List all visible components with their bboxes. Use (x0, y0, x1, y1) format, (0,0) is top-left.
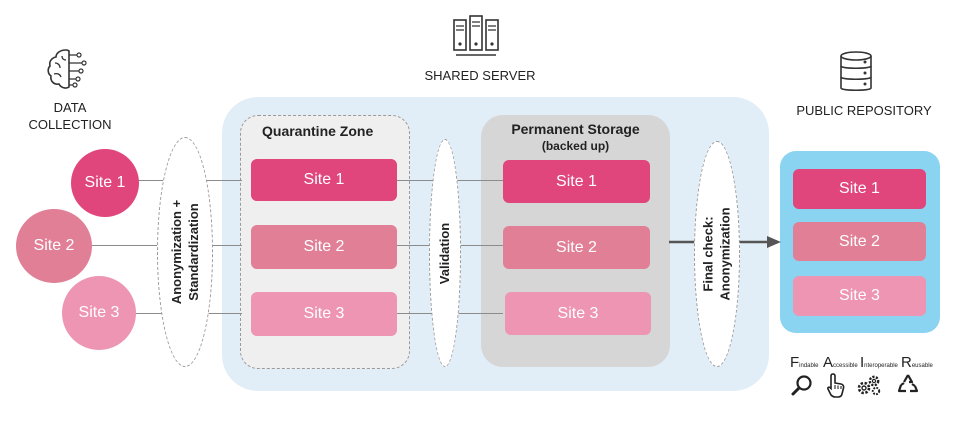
fair-i-letter: I (860, 354, 865, 371)
hand-pointer-icon (827, 373, 845, 398)
collection-site-1: Site 1 (71, 149, 139, 217)
permanent-storage-title: Permanent Storage (511, 121, 640, 137)
collection-site-3: Site 3 (62, 276, 136, 350)
quarantine-site-1: Site 1 (251, 159, 397, 201)
fair-interoperable: Interoperable (860, 354, 898, 371)
data-collection-label-line1: DATA (53, 100, 87, 115)
fair-f-word: indable (799, 363, 819, 369)
collection-site-2: Site 2 (16, 209, 92, 283)
fair-i-word: nteroperable (864, 363, 898, 369)
server-rack-icon (453, 15, 499, 56)
anonymization-label-line2: Standardization (186, 203, 201, 301)
quarantine-zone-title: Quarantine Zone (262, 123, 374, 139)
anonymization-label-line1: Anonymization + (169, 199, 184, 305)
shared-server-label: SHARED SERVER (424, 68, 536, 83)
brain-circuit-icon (47, 49, 87, 89)
data-collection-label-line2: COLLECTION (28, 117, 112, 132)
permanent-site-3: Site 3 (505, 292, 651, 335)
fair-findable: Findable (790, 354, 819, 371)
fair-accessible: Accessible (823, 354, 858, 371)
final-check-label-line1: Final check: (701, 216, 717, 292)
public-site-2: Site 2 (793, 222, 926, 261)
anonymization-step: Anonymization + Standardization (157, 137, 213, 367)
fair-a-word: ccessible (833, 363, 858, 369)
final-check-label-line2: Anonymization (718, 207, 734, 301)
permanent-storage-subtitle: (backed up) (541, 139, 610, 153)
magnifier-icon (791, 375, 812, 396)
quarantine-site-2: Site 2 (251, 225, 397, 269)
validation-step: Validation (429, 139, 461, 367)
final-check-step: Final check: Anonymization (694, 141, 740, 367)
public-site-3: Site 3 (793, 276, 926, 316)
public-repository-label: PUBLIC REPOSITORY (796, 103, 932, 118)
fair-principles: Findable Accessible Interoperable Reusab… (790, 354, 945, 371)
recycle-icon (897, 374, 919, 393)
public-site-1: Site 1 (793, 169, 926, 209)
final-check-label: Final check: Anonymization (700, 207, 734, 300)
gears-icon (857, 375, 881, 396)
fair-f-letter: F (790, 354, 800, 371)
database-icon (840, 51, 872, 92)
permanent-site-1: Site 1 (503, 160, 650, 203)
validation-label: Validation (437, 222, 453, 284)
anonymization-label: Anonymization + Standardization (168, 200, 202, 304)
fair-reusable: Reusable (901, 354, 933, 371)
permanent-site-2: Site 2 (503, 226, 650, 269)
fair-a-letter: A (823, 354, 834, 371)
fair-r-letter: R (901, 354, 912, 371)
data-collection-label: DATA COLLECTION (20, 99, 120, 133)
quarantine-site-3: Site 3 (251, 292, 397, 336)
fair-r-word: eusable (911, 363, 933, 369)
